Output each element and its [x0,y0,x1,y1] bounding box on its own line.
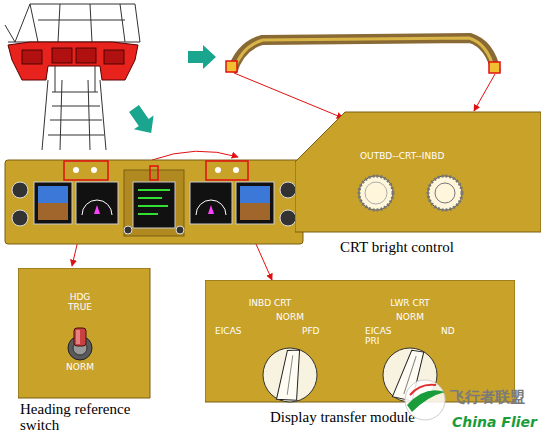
panel-label: NORM [58,362,102,372]
watermark: China Flier [452,414,537,430]
panel-label: LWR CRT [375,298,445,308]
pointer-arrow [188,45,216,69]
panel-label: NORM [265,312,315,322]
caption: Heading reference switch [20,402,160,434]
panel-label: EICAS [215,326,242,336]
panel-label: NORM [385,312,435,322]
pointer-arrow [124,102,161,140]
cockpit-sketch [5,4,140,150]
brightness-knob [428,176,462,210]
glareshield [226,38,500,73]
selector-knob [383,347,437,403]
caption: Display transfer module [270,410,415,426]
panel-face [205,280,515,402]
panel-face [18,268,150,398]
panel-callout: OUTBD--CRT--INBD CRT bright control [295,110,541,265]
selector-knob [263,348,317,402]
instrument-panel [5,160,303,244]
brightness-knob [359,176,393,210]
caption: CRT bright control [340,240,454,256]
watermark: 飞行者联盟 [450,388,525,407]
panel-label: INBD CRT [235,298,305,308]
panel-label: EICAS PRI [365,326,399,346]
panel-face [295,112,541,232]
panel-label: OUTBD--CRT--INBD [360,151,444,161]
panel-label: ND [441,326,455,336]
panel-callout: HDG TRUE NORM Heading reference switch [18,268,163,445]
panel-label: PFD [302,326,320,336]
watermark-logo [405,380,445,420]
panel-label: HDG TRUE [62,292,98,312]
toggle-switch [68,328,92,360]
